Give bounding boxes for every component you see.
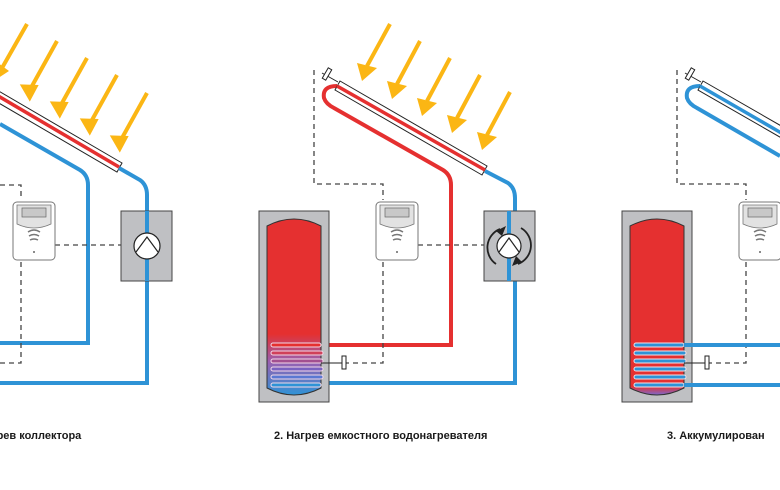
temperature-sensor-icon (321, 67, 339, 83)
circulation-pump-icon (483, 210, 536, 282)
solar-collector-icon (697, 80, 780, 138)
sun-rays (0, 23, 149, 139)
sensor-wire (313, 70, 384, 200)
rotation-arrows-icon (486, 227, 532, 265)
sun-ray-arrow-icon (425, 57, 452, 102)
cold-pipe (0, 166, 149, 385)
sun-ray-arrow-icon (395, 40, 422, 85)
panel-2 (258, 23, 536, 403)
sensor-wire (676, 70, 747, 200)
solar-collector-icon (0, 91, 123, 173)
sun-ray-arrow-icon (90, 74, 119, 121)
controller-icon (738, 201, 780, 261)
sun-ray-arrow-icon (455, 74, 482, 119)
controller-icon (375, 201, 419, 261)
temperature-sensor-icon (704, 355, 710, 370)
caption-panel-3: 3. Аккумулирован (667, 430, 765, 442)
hot-pipe (300, 84, 453, 347)
sun-ray-arrow-icon (0, 23, 29, 69)
sensor-wire (0, 262, 22, 364)
sun-ray-arrow-icon (30, 40, 59, 87)
cold-pipe (0, 122, 90, 345)
heat-exchanger-coil-icon (633, 342, 687, 388)
sun-ray-arrow-icon (485, 91, 512, 136)
water-heater-tank-icon (258, 210, 347, 403)
sensor-wire (346, 262, 384, 364)
caption-panel-1: грев коллектора (0, 430, 82, 442)
caption-panel-2: 2. Нагрев емкостного водонагревателя (274, 430, 488, 442)
cold-pipe (300, 169, 517, 385)
circulation-pump-icon (120, 210, 173, 282)
water-heater-tank-icon (621, 210, 710, 403)
sensor-wire (709, 262, 747, 364)
sun-ray-arrow-icon (365, 23, 392, 67)
controller-icon (12, 201, 56, 261)
solar-collector-icon (334, 80, 488, 176)
sensor-wire (0, 184, 22, 200)
cold-pipe (684, 84, 780, 158)
heat-exchanger-coil-icon (270, 342, 324, 388)
panel-1 (0, 23, 173, 385)
panel-3 (621, 67, 780, 403)
temperature-sensor-icon (341, 355, 347, 370)
sun-ray-arrow-icon (120, 92, 149, 139)
temperature-sensor-icon (684, 67, 702, 83)
sun-ray-arrow-icon (60, 57, 89, 104)
